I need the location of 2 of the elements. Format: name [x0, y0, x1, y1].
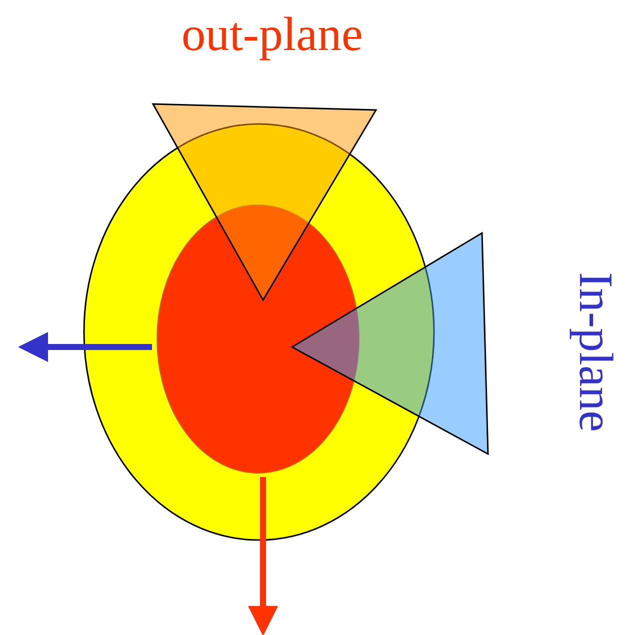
axis-label: In-plane	[570, 272, 619, 432]
axis-label: out-plane	[182, 11, 363, 59]
